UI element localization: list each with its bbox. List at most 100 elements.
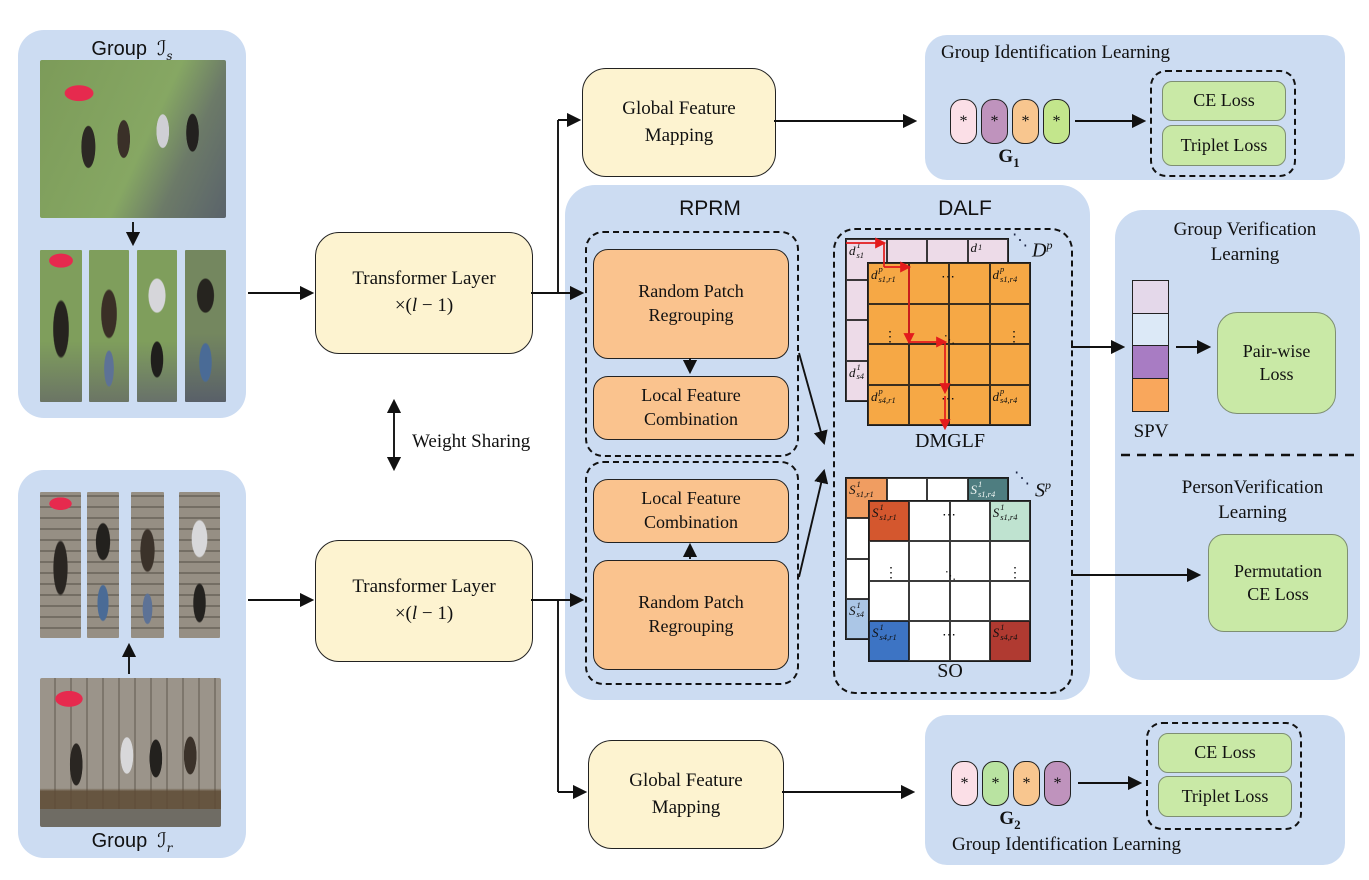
gfm-bottom-line1: Global Feature: [629, 769, 743, 791]
permutation-line2: CE Loss: [1247, 584, 1309, 604]
dots-bottom: ⋯: [942, 628, 956, 643]
spv-stack: [1132, 280, 1169, 412]
pair-wise-loss: Pair-wise Loss: [1217, 312, 1336, 414]
lfc-s-line1: Local Feature: [641, 385, 741, 406]
ce-loss-top: CE Loss: [1162, 81, 1286, 121]
group-r-person-crop-1: [40, 492, 81, 638]
rpr-r-line2: Regrouping: [648, 616, 734, 636]
lfc-s-line2: Combination: [644, 409, 738, 429]
dots-top: ⋯: [941, 270, 955, 285]
dots-right: ⋮: [1007, 330, 1021, 345]
s-stack-dots: ⋱: [1014, 470, 1030, 487]
dots-left: ⋮: [884, 566, 898, 581]
rprm-branch-s: [585, 231, 799, 457]
global-feature-mapping-bottom: Global Feature Mapping: [588, 740, 784, 849]
group-s-panel: Group ℐs: [18, 30, 246, 418]
dalf-group: [833, 228, 1073, 694]
d-stack-dots: ⋱: [1012, 232, 1028, 249]
gil-top-title: Group Identification Learning: [941, 42, 1170, 63]
global-feature-mapping-top: Global Feature Mapping: [582, 68, 776, 177]
gil-bottom-loss-group: CE Loss Triplet Loss: [1146, 722, 1302, 830]
random-patch-regrouping-r: Random Patch Regrouping: [593, 560, 789, 670]
ce-loss-bottom: CE Loss: [1158, 733, 1292, 773]
group-s-title-word: Group: [91, 38, 147, 60]
so-caption: SO: [937, 660, 963, 682]
transformer-2-repeat: ×(l − 1): [394, 603, 454, 624]
triplet-loss-bottom: Triplet Loss: [1158, 776, 1292, 817]
rprm-branch-r: [585, 461, 799, 685]
permutation-line1: Permutation: [1234, 560, 1322, 581]
pairwise-line2: Loss: [1259, 364, 1294, 384]
gfm-top-line2: Mapping: [644, 124, 714, 146]
gil-top-tokens: * * * *: [950, 99, 1070, 144]
lfc-r-line1: Local Feature: [641, 488, 741, 509]
dots-top: ⋯: [942, 508, 956, 523]
pairwise-line1: Pair-wise: [1242, 340, 1311, 361]
token-pill: *: [1013, 761, 1040, 806]
triplet-loss-top: Triplet Loss: [1162, 125, 1286, 166]
weight-sharing-label: Weight Sharing: [412, 431, 531, 452]
group-r-symbol: ℐr: [157, 828, 173, 855]
gil-top-loss-group: CE Loss Triplet Loss: [1150, 70, 1296, 177]
rpr-s-line2: Regrouping: [648, 305, 734, 325]
token-pill: *: [1043, 99, 1070, 144]
group-s-symbol: ℐs: [157, 36, 173, 63]
group-r-person-crop-3: [131, 492, 164, 638]
dots-right: ⋮: [1008, 566, 1022, 581]
random-patch-regrouping-s: Random Patch Regrouping: [593, 249, 789, 359]
token-pill: *: [982, 761, 1009, 806]
sp-label: Sp: [1035, 478, 1051, 502]
gil-bottom-tokens: * * * *: [951, 761, 1071, 806]
local-feature-combination-s: Local Feature Combination: [593, 376, 789, 440]
rpr-s-line1: Random Patch: [638, 281, 744, 302]
gvl-title-line2: Learning: [1210, 243, 1280, 265]
gil-top-panel: Group Identification Learning * * * * G1…: [925, 35, 1345, 180]
gil-bottom-panel: * * * * G2 Group Identification Learning…: [925, 715, 1345, 865]
group-r-panel: Group ℐr: [18, 470, 246, 858]
gfm-top-line1: Global Feature: [622, 97, 736, 119]
gil-bottom-title: Group Identification Learning: [952, 834, 1181, 855]
dots-left: ⋮: [883, 330, 897, 345]
pvl-title-line1: PersonVerification: [1181, 477, 1324, 498]
transformer-layer-1: Transformer Layer ×(l − 1): [315, 232, 533, 354]
token-pill: *: [981, 99, 1008, 144]
group-s-title: Group ℐs: [18, 36, 246, 63]
token-pill: *: [1012, 99, 1039, 144]
lfc-r-line2: Combination: [644, 512, 738, 532]
gvl-title-line1: Group Verification: [1173, 219, 1317, 240]
transformer-1-repeat: ×(l − 1): [394, 295, 454, 316]
group-r-person-crop-2: [87, 492, 119, 638]
token-pill: *: [951, 761, 978, 806]
dots-center: ⋱: [944, 334, 955, 346]
spv-cell-4: [1132, 377, 1169, 412]
token-pill: *: [950, 99, 977, 144]
transformer-2-label: Transformer Layer: [352, 576, 496, 598]
dots-bottom: ⋯: [941, 392, 955, 407]
pvl-title-line2: Learning: [1218, 501, 1287, 523]
gfm-bottom-line2: Mapping: [651, 796, 721, 818]
dots-center: ⋱: [945, 570, 956, 582]
g1-label: G1: [998, 146, 1020, 170]
transformer-layer-2: Transformer Layer ×(l − 1): [315, 540, 533, 662]
transformer-1-label: Transformer Layer: [352, 268, 496, 290]
group-s-person-crop-1: [40, 250, 82, 402]
dalf-label: DALF: [938, 197, 992, 220]
spv-cell-3: [1132, 345, 1169, 380]
group-s-photo: [40, 60, 226, 218]
spv-label: SPV: [1133, 421, 1169, 442]
token-pill: *: [1044, 761, 1071, 806]
group-r-photo: [40, 678, 221, 827]
dp-label: Dp: [1032, 238, 1053, 262]
group-r-person-crop-4: [179, 492, 220, 638]
group-s-person-crop-2: [89, 250, 129, 402]
verification-panel: Group Verification Learning SPV Pair-wis…: [1115, 210, 1360, 680]
dmglf-caption: DMGLF: [914, 430, 985, 452]
rprm-label: RPRM: [679, 197, 741, 220]
spv-cell-2: [1132, 312, 1169, 347]
pvl-title: PersonVerification Learning: [1155, 476, 1350, 525]
local-feature-combination-r: Local Feature Combination: [593, 479, 789, 543]
group-s-person-crop-3: [137, 250, 177, 402]
